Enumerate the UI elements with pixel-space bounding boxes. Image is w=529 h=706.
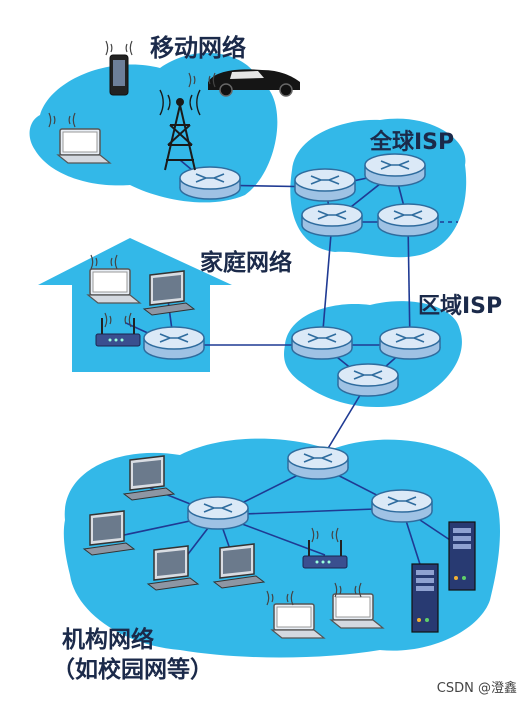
router-icon: [337, 363, 399, 397]
car-icon: [208, 69, 300, 97]
watermark: CSDN @澄鑫: [436, 681, 517, 696]
global-isp-label: 全球ISP: [370, 130, 455, 155]
router-icon: [291, 326, 353, 360]
home-network-label: 家庭网络: [200, 250, 292, 276]
router-icon: [371, 489, 433, 523]
institutional-network-note: （如校园网等）: [52, 657, 213, 683]
institutional-network-label: 机构网络: [62, 627, 154, 653]
regional-isp-label: 区域ISP: [418, 294, 503, 319]
router-icon: [301, 203, 363, 237]
router-icon: [143, 326, 205, 360]
server-icon: [448, 521, 476, 591]
server-icon: [411, 563, 439, 633]
router-icon: [377, 203, 439, 237]
mobile-network-label: 移动网络: [150, 34, 246, 62]
wireless-signal-icon: [105, 40, 133, 56]
router-icon: [364, 153, 426, 187]
router-icon: [294, 168, 356, 202]
router-icon: [187, 496, 249, 530]
mobile-network-cloud: [29, 52, 278, 203]
router-icon: [287, 446, 349, 480]
phone-icon: [109, 54, 129, 96]
router-icon: [179, 166, 241, 200]
cell-tower-icon: [159, 89, 201, 171]
router-icon: [379, 326, 441, 360]
